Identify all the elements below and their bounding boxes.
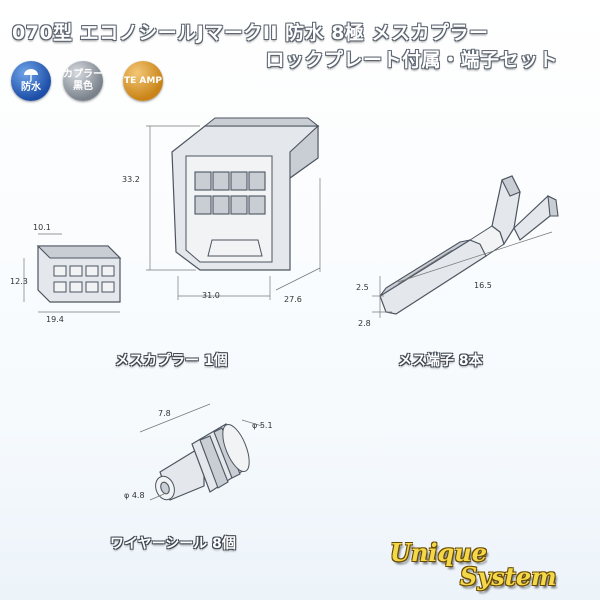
terminal-height-label: 2.8 xyxy=(358,319,371,328)
coupler-width-label: 31.0 xyxy=(202,291,220,300)
wire-seal xyxy=(155,423,250,501)
coupler-color-label: カプラー xyxy=(63,69,103,80)
coupler-caption: メスカプラー 1個 xyxy=(115,353,228,369)
coupler-color-badge: カプラー 黒色 xyxy=(63,61,103,101)
lock-plate-dimensions xyxy=(23,233,120,313)
lock-plate-height-label: 12.3 xyxy=(10,277,28,286)
terminal-dimensions xyxy=(372,231,553,318)
lock-plate xyxy=(36,245,122,303)
seal-inner-diameter-label: φ 4.8 xyxy=(124,491,145,500)
seal-caption: ワイヤーシール 8個 xyxy=(110,536,236,552)
logo-word-system: System xyxy=(460,562,557,591)
waterproof-label: 防水 xyxy=(21,82,41,93)
female-terminal xyxy=(379,175,559,315)
terminal-width-label: 2.5 xyxy=(356,283,369,292)
seal-dimensions xyxy=(139,403,263,501)
terminal-length-label: 16.5 xyxy=(474,281,492,290)
waterproof-badge: 防水 xyxy=(11,61,51,101)
terminal-caption: メス端子 8本 xyxy=(398,353,483,369)
seal-length-label: 7.8 xyxy=(158,409,171,418)
maker-badge: TE AMP xyxy=(123,61,163,101)
seal-outer-diameter-label: φ 5.1 xyxy=(252,421,273,430)
lock-plate-length-label: 19.4 xyxy=(46,315,64,324)
coupler-dimensions xyxy=(146,125,321,300)
coupler-housing xyxy=(171,117,320,271)
umbrella-icon xyxy=(24,69,38,82)
title-line-1: 070型 エコノシールJマークII 防水 8極 メスカプラー xyxy=(12,22,489,44)
brand-logo: Unique System xyxy=(390,538,590,594)
coupler-depth-label: 27.6 xyxy=(284,295,302,304)
coupler-height-label: 33.2 xyxy=(122,175,140,184)
logo-word-unique: Unique xyxy=(390,538,487,567)
coupler-color-value: 黒色 xyxy=(73,81,93,92)
title-line-2: ロックプレート付属・端子セット xyxy=(265,49,558,71)
lock-plate-width-label: 10.1 xyxy=(33,223,51,232)
maker-label: TE AMP xyxy=(124,76,162,86)
